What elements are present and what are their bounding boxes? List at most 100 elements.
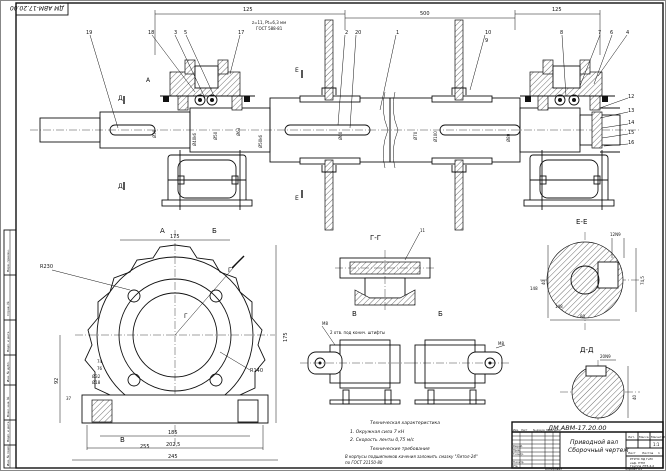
svg-text:1:1: 1:1	[653, 442, 660, 447]
svg-text:80: 80	[580, 314, 586, 319]
svg-text:А: А	[160, 227, 165, 235]
svg-text:Пров.: Пров.	[513, 448, 520, 452]
svg-text:12N9: 12N9	[610, 232, 621, 237]
svg-text:92: 92	[54, 378, 60, 384]
svg-text:Лист: Лист	[521, 428, 528, 432]
svg-text:1. Окружная сила 7 кН: 1. Окружная сила 7 кН	[350, 429, 405, 435]
margin-col-3: Подп. и дата	[6, 331, 10, 352]
svg-text:Масштаб: Масштаб	[651, 435, 665, 439]
svg-text:Копировал: Копировал	[545, 467, 562, 471]
left-margin-strip: Перв. примен. Справ. № Подп. и дата Инв.…	[3, 229, 17, 469]
svg-text:каф. ПТМ: каф. ПТМ	[630, 461, 645, 465]
dim-d80: Ø80	[506, 133, 511, 142]
svg-text:Разраб.: Разраб.	[513, 444, 523, 448]
margin-col-5: Взам. инв. №	[6, 397, 10, 417]
chain-note-2: ГОСТ 588-81	[256, 26, 283, 31]
svg-text:В: В	[352, 310, 357, 318]
svg-text:Г: Г	[228, 267, 232, 274]
top-stamp: ДМ АВМ-17.20.00	[10, 2, 69, 16]
svg-text:13: 13	[628, 108, 634, 114]
svg-text:18: 18	[148, 30, 154, 36]
svg-text:2 отв. под конич. штифты: 2 отв. под конич. штифты	[330, 330, 385, 335]
svg-text:245: 245	[168, 454, 178, 460]
svg-text:Ø32: Ø32	[92, 374, 101, 379]
svg-text:20: 20	[355, 30, 361, 36]
dim-d100: Ø100	[433, 131, 438, 142]
section-ee: Е-Е 12N9 40 74,5 80 148 148	[530, 218, 645, 330]
main-assembly-view: 125 500 125 z=11, Pt=6,3 мм ГОСТ 588-81 …	[30, 7, 640, 231]
svg-text:Т.контр.: Т.контр.	[513, 452, 524, 456]
svg-text:Б: Б	[212, 227, 217, 235]
svg-text:148: 148	[530, 286, 538, 291]
dim-d70: Ø70	[413, 131, 418, 140]
svg-text:11: 11	[420, 228, 426, 233]
dim-d30: Ø30	[152, 129, 157, 138]
label-d-bottom: Д	[118, 183, 123, 190]
svg-text:Техническая характеристика: Техническая характеристика	[370, 420, 440, 426]
title-block: ДМ АВМ-17.20.00 Приводной вал Сборочный …	[511, 421, 665, 471]
svg-text:175: 175	[170, 234, 180, 240]
svg-text:40: 40	[541, 279, 546, 285]
svg-text:74: 74	[97, 359, 103, 364]
svg-text:Г: Г	[184, 313, 188, 320]
svg-text:74,5: 74,5	[640, 276, 645, 285]
svg-text:2. Скорость ленты 0,75 м/с: 2. Скорость ленты 0,75 м/с	[350, 437, 415, 443]
svg-text:20N9: 20N9	[600, 354, 611, 359]
dim-125-left: 125	[243, 7, 253, 13]
svg-text:Ø18: Ø18	[92, 380, 101, 385]
chain-note-1: z=11, Pt=6,3 мм	[252, 20, 286, 25]
svg-text:Дата: Дата	[554, 428, 561, 432]
svg-text:В корпусы подшипников качения: В корпусы подшипников качения заложить с…	[345, 454, 478, 459]
label-e-top: Е	[295, 67, 299, 74]
svg-text:R230: R230	[40, 264, 53, 270]
svg-text:Н.контр.: Н.контр.	[513, 460, 524, 464]
svg-text:10: 10	[485, 30, 491, 36]
svg-text:R140: R140	[250, 368, 263, 374]
svg-text:7: 7	[598, 30, 601, 36]
label-e-bottom: Е	[295, 195, 299, 202]
svg-text:19: 19	[86, 30, 92, 36]
section-dd: Д-Д 20N9 40	[560, 346, 640, 422]
svg-text:40: 40	[632, 394, 637, 400]
svg-text:3: 3	[174, 30, 177, 36]
label-a-main: А	[146, 77, 151, 84]
svg-text:ДМ АВМ-17.20.00: ДМ АВМ-17.20.00	[547, 424, 607, 432]
svg-text:148: 148	[555, 304, 563, 309]
svg-text:Технические требования: Технические требования	[370, 446, 430, 452]
svg-text:Группа ЛТЗ-4-2: Группа ЛТЗ-4-2	[630, 464, 654, 468]
svg-text:15: 15	[628, 130, 634, 136]
svg-text:37: 37	[66, 396, 72, 401]
svg-text:255: 255	[140, 444, 150, 450]
svg-text:Е-Е: Е-Е	[576, 218, 587, 226]
dim-d50k6: Ø50k6	[258, 134, 263, 148]
svg-text:Подп.: Подп.	[546, 428, 554, 432]
svg-text:М8: М8	[322, 321, 328, 326]
dim-d50: Ø50	[213, 131, 218, 140]
svg-text:Сборочный чертеж: Сборочный чертеж	[568, 447, 629, 454]
svg-text:Утв.: Утв.	[513, 464, 518, 468]
svg-text:Лит.: Лит.	[628, 435, 635, 439]
svg-text:1: 1	[396, 30, 399, 36]
margin-col-2: Справ. №	[6, 301, 10, 316]
svg-text:8: 8	[560, 30, 563, 36]
svg-text:16: 16	[628, 140, 634, 146]
margin-col-1: Перв. примен.	[6, 249, 10, 272]
label-d-top: Д	[118, 95, 123, 102]
svg-text:Формат А1: Формат А1	[625, 467, 642, 471]
svg-text:М8: М8	[498, 341, 504, 346]
svg-text:В: В	[120, 436, 125, 444]
svg-text:5: 5	[184, 30, 187, 36]
svg-text:Д-Д: Д-Д	[580, 346, 594, 354]
svg-text:Масса: Масса	[639, 435, 649, 439]
svg-text:РГУПС ЭД ГиМ: РГУПС ЭД ГиМ	[630, 457, 653, 461]
svg-text:Б: Б	[438, 310, 443, 318]
svg-text:по ГОСТ 21150-80: по ГОСТ 21150-80	[345, 460, 383, 465]
margin-col-4: Инв. № дубл.	[6, 361, 10, 382]
end-view-a: А Б Г Г 175 185 202,5 245 R230	[40, 227, 289, 461]
svg-text:76: 76	[97, 366, 103, 371]
margin-col-6: Подп. и дата	[6, 421, 10, 442]
svg-text:2: 2	[345, 30, 348, 36]
svg-text:9: 9	[485, 38, 488, 44]
svg-text:Изм.: Изм.	[513, 428, 519, 432]
margin-col-7: Инв. № подл.	[6, 445, 10, 466]
